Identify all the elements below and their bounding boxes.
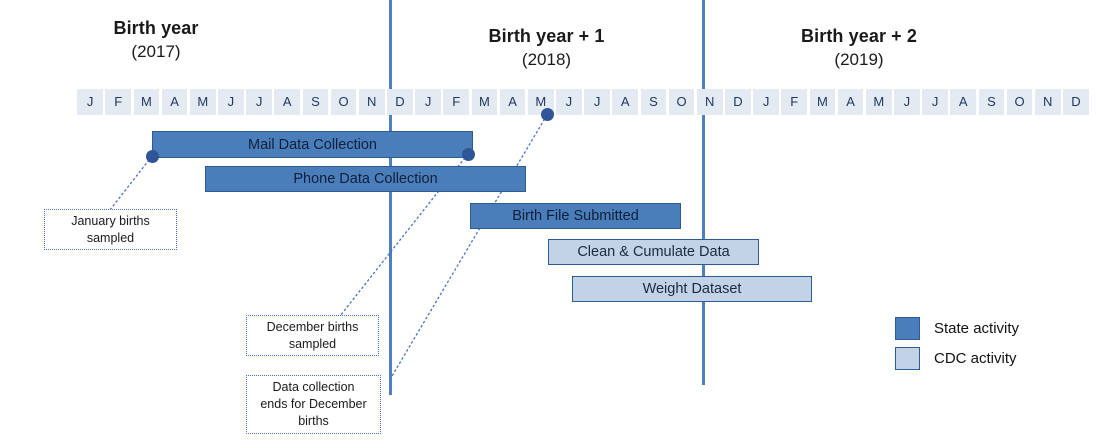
legend-item-label: State activity — [934, 319, 1020, 337]
month-cell-21: O — [668, 89, 695, 115]
month-cell-31: A — [950, 89, 977, 115]
month-cell-16: M — [527, 89, 554, 115]
callout-line: January births — [71, 213, 150, 228]
callout-line: births — [298, 414, 329, 428]
month-cell-18: J — [584, 89, 610, 115]
month-cell-19: A — [612, 89, 639, 115]
milestone-dot-december-births-sampled[interactable] — [462, 148, 475, 161]
activity-bar-weight-dataset[interactable]: Weight Dataset — [572, 276, 812, 302]
activity-bar-label: Weight Dataset — [642, 281, 742, 297]
year-header-birth-year-plus-2: Birth year + 2 (2019) — [703, 24, 1015, 72]
activity-bar-label: Mail Data Collection — [248, 136, 377, 153]
month-cell-9: O — [330, 89, 357, 115]
month-cell-12: J — [415, 89, 441, 115]
year-header-subtitle: (2018) — [521, 50, 572, 69]
month-cell-11: D — [387, 89, 413, 115]
month-cell-22: N — [696, 89, 723, 115]
year-divider-2018 — [389, 0, 392, 395]
month-cell-15: A — [499, 89, 526, 115]
month-cell-2: M — [133, 89, 160, 115]
month-cell-26: M — [809, 89, 836, 115]
month-cell-14: M — [471, 89, 498, 115]
month-cell-17: J — [556, 89, 582, 115]
activity-bar-label: Phone Data Collection — [293, 171, 438, 187]
month-cell-35: D — [1063, 89, 1089, 115]
callout-line: December births — [266, 319, 359, 334]
month-cell-34: N — [1034, 89, 1061, 115]
month-cell-28: M — [865, 89, 892, 115]
month-cell-32: S — [978, 89, 1005, 115]
callout-line: sampled — [86, 230, 135, 245]
legend: State activity CDC activity — [895, 313, 1019, 373]
year-header-title: Birth year + 2 — [801, 26, 917, 46]
month-cell-33: O — [1006, 89, 1033, 115]
month-cell-30: J — [922, 89, 948, 115]
month-cell-1: F — [105, 89, 132, 115]
milestone-dot-january-births-sampled[interactable] — [146, 150, 159, 163]
month-cell-23: D — [725, 89, 751, 115]
legend-swatch-cdc-icon — [895, 346, 920, 370]
callout-line: sampled — [288, 336, 337, 351]
callout-line: Data collection — [272, 380, 355, 394]
activity-bar-clean-and-cumulate-data[interactable]: Clean & Cumulate Data — [548, 239, 759, 265]
month-cell-27: A — [837, 89, 864, 115]
legend-item-cdc-activity: CDC activity — [895, 343, 1019, 373]
activity-bar-label: Clean & Cumulate Data — [577, 244, 730, 260]
month-cell-24: J — [753, 89, 779, 115]
activity-bar-mail-data-collection[interactable]: Mail Data Collection — [152, 131, 473, 158]
callout-data-collection-ends-december-births: Data collection ends for December births — [246, 375, 381, 434]
year-header-title: Birth year — [113, 18, 199, 38]
year-divider-2019 — [702, 0, 705, 385]
legend-item-state-activity: State activity — [895, 313, 1019, 343]
month-cell-25: F — [781, 89, 808, 115]
year-header-title: Birth year + 1 — [488, 26, 605, 46]
legend-item-label: CDC activity — [934, 349, 1017, 367]
year-header-subtitle: (2017) — [131, 42, 181, 61]
milestone-dot-data-collection-ends[interactable] — [541, 108, 554, 121]
month-cell-20: S — [640, 89, 667, 115]
month-cell-13: F — [443, 89, 470, 115]
year-header-birth-year-plus-1: Birth year + 1 (2018) — [389, 24, 704, 72]
callout-january-births-sampled: January births sampled — [44, 209, 177, 250]
callout-line: ends for December — [260, 397, 367, 411]
month-cell-3: A — [161, 89, 188, 115]
month-cell-6: J — [246, 89, 272, 115]
month-cell-4: M — [189, 89, 216, 115]
activity-bar-birth-file-submitted[interactable]: Birth File Submitted — [470, 203, 681, 229]
month-cell-8: S — [302, 89, 329, 115]
callout-december-births-sampled: December births sampled — [246, 315, 379, 356]
year-header-birth-year: Birth year (2017) — [28, 16, 284, 64]
month-cell-10: N — [358, 89, 385, 115]
month-cell-5: J — [218, 89, 244, 115]
activity-bar-label: Birth File Submitted — [512, 208, 639, 224]
month-cell-7: A — [274, 89, 301, 115]
legend-swatch-state-icon — [895, 316, 920, 340]
month-cell-0: J — [77, 89, 103, 115]
year-header-subtitle: (2019) — [834, 50, 884, 69]
month-cell-29: J — [894, 89, 920, 115]
activity-bar-phone-data-collection[interactable]: Phone Data Collection — [205, 166, 526, 192]
